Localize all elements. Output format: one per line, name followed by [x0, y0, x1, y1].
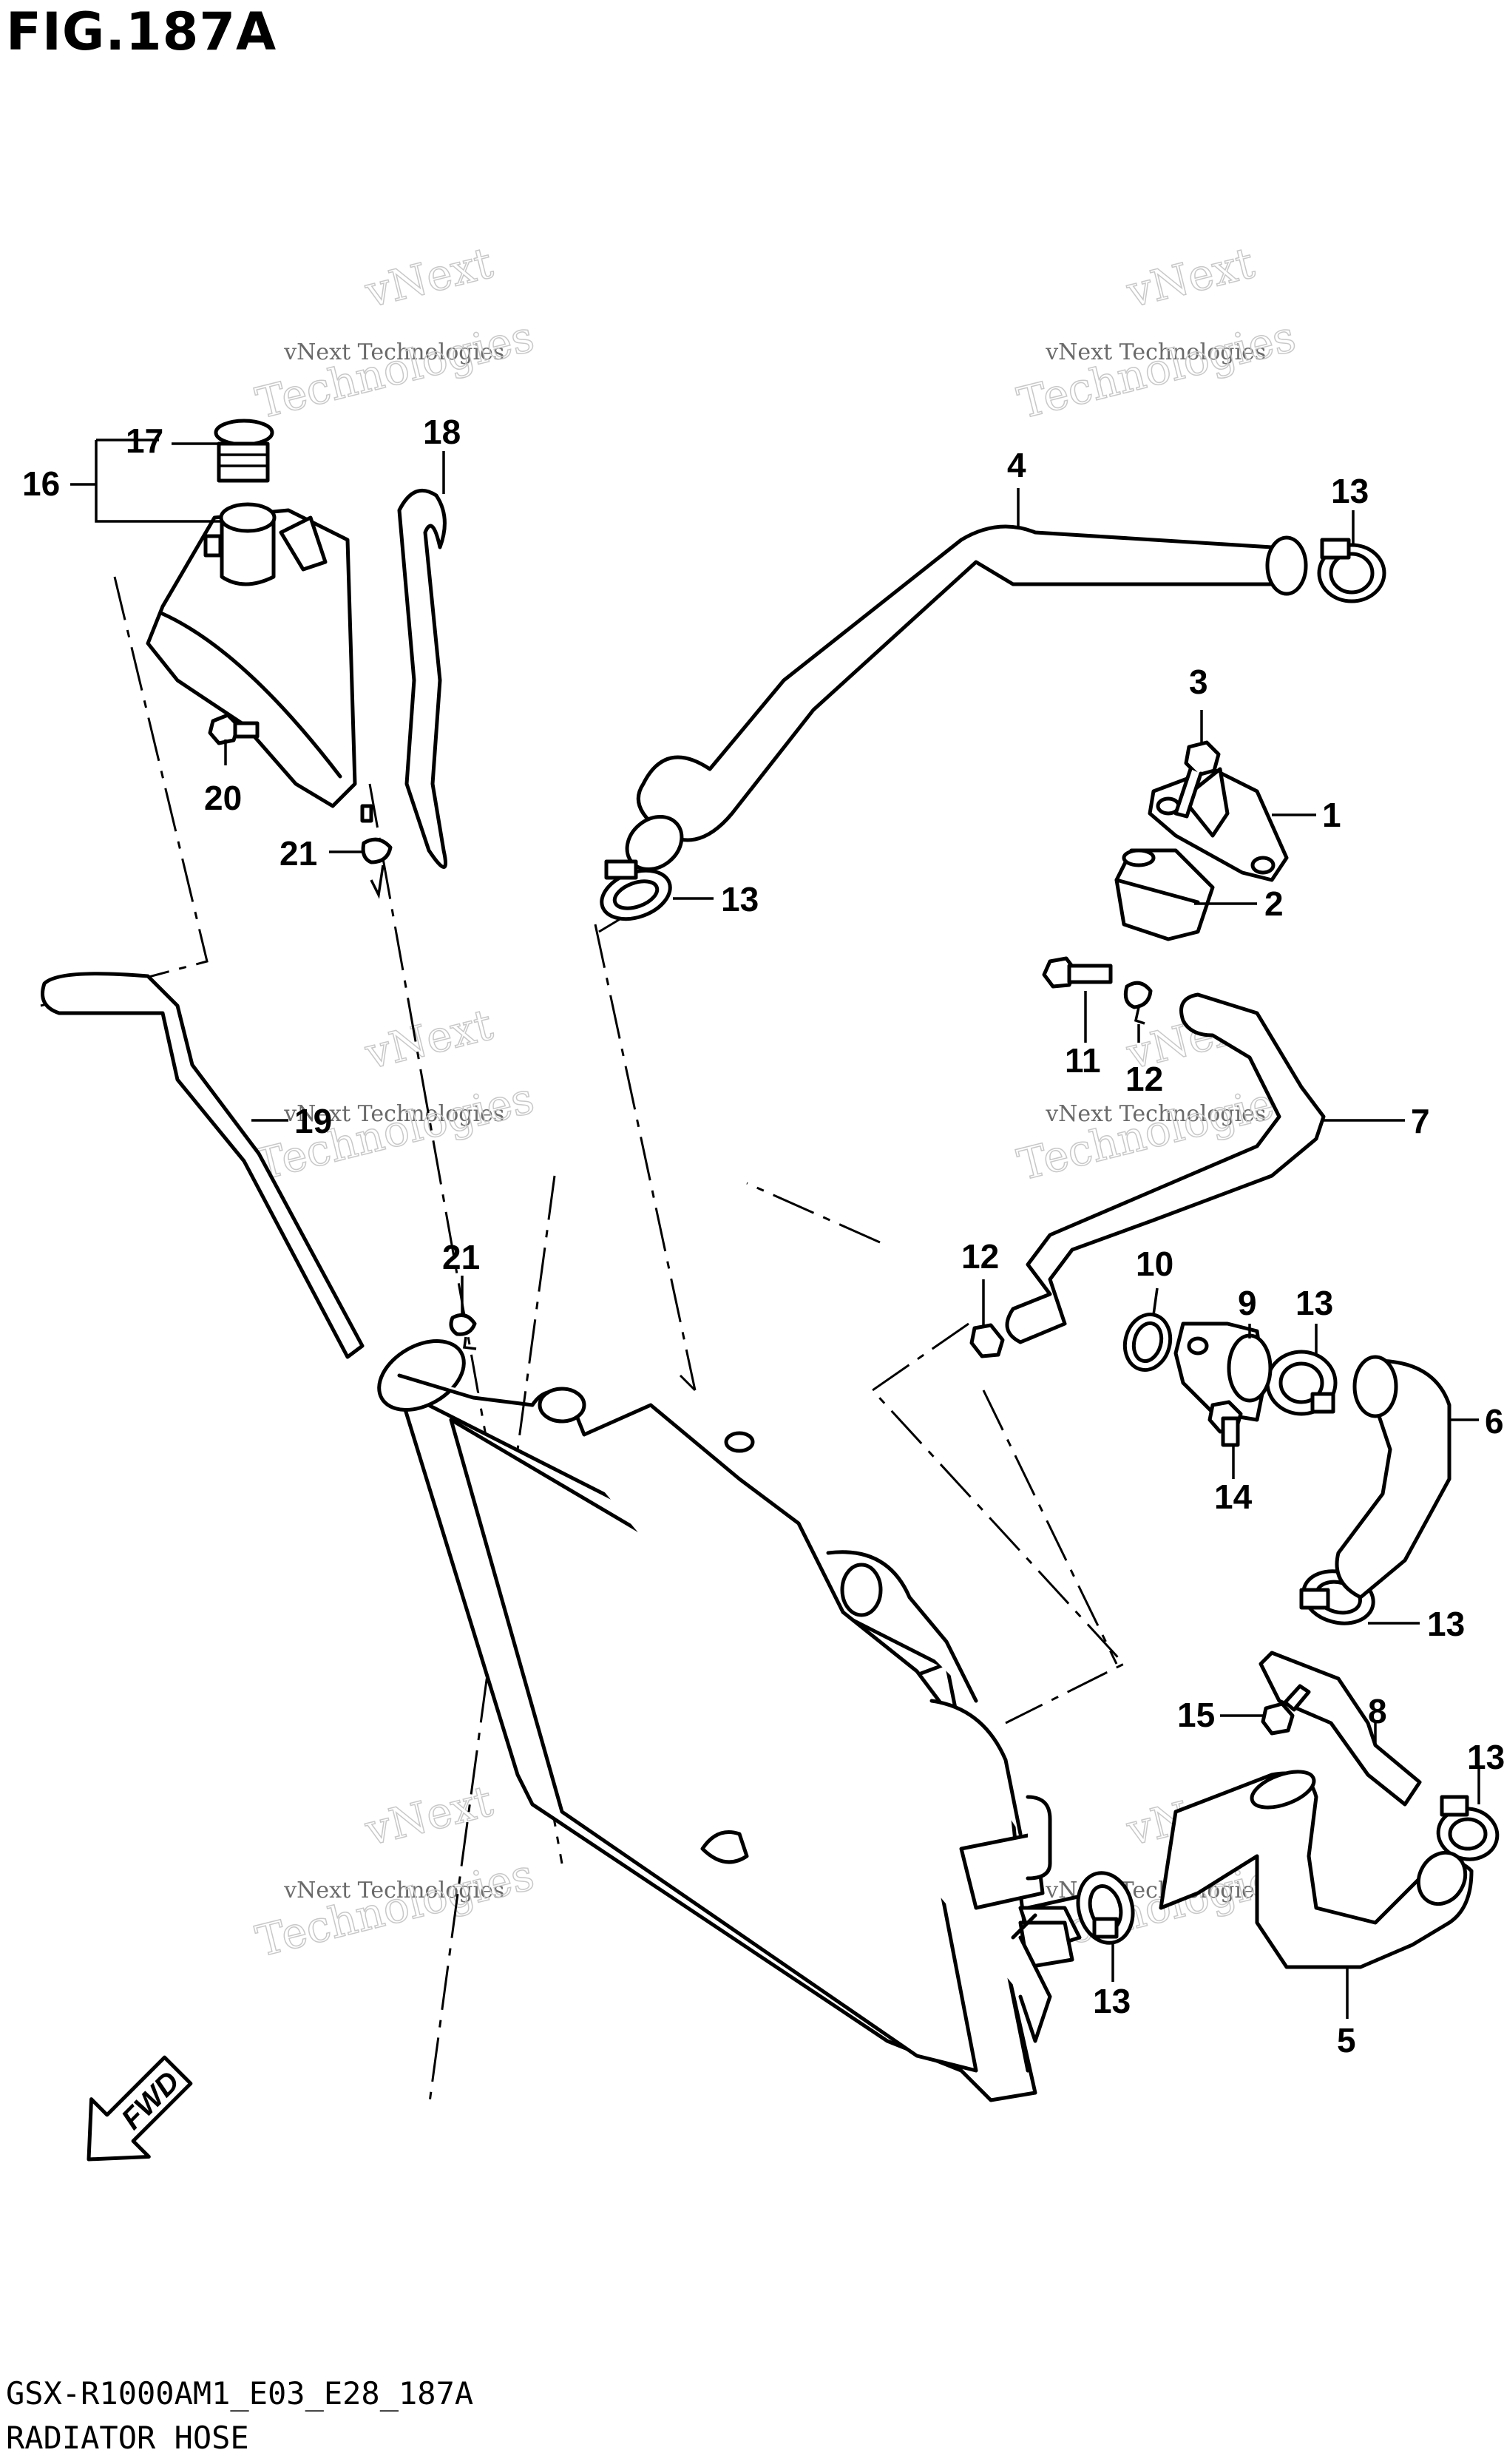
svg-text:vNext Technologies: vNext Technologies — [283, 339, 504, 365]
callout-labels: 1 2 3 4 5 6 7 8 9 10 11 12 12 13 13 13 1… — [22, 413, 1504, 2059]
watermark-5: vNext vNext Technologies Technologies — [251, 1775, 539, 1967]
reservoir-cap — [214, 419, 274, 483]
svg-text:Technologies: Technologies — [251, 1849, 539, 1967]
callout-7: 7 — [1411, 1102, 1430, 1140]
callout-3: 3 — [1189, 663, 1208, 701]
callout-20: 20 — [204, 779, 242, 817]
callout-9: 9 — [1238, 1284, 1257, 1322]
callout-6: 6 — [1485, 1402, 1504, 1441]
clamp-13-far-right — [1436, 1795, 1500, 1861]
callout-13-upper-left: 13 — [721, 880, 759, 918]
radiator-assembly — [377, 1339, 1097, 2102]
callout-12-lower: 12 — [961, 1237, 999, 1276]
fwd-arrow: FWD — [87, 2055, 193, 2162]
hose-6 — [1335, 1355, 1452, 1600]
clip-21-upper — [361, 837, 393, 899]
bolt-14 — [1207, 1400, 1243, 1447]
hose-7 — [1005, 992, 1326, 1344]
thermostat — [1114, 848, 1215, 941]
callout-21-upper: 21 — [280, 834, 317, 873]
callout-14: 14 — [1214, 1478, 1253, 1516]
radiator-cap — [449, 1313, 477, 1350]
callout-13-far-right: 13 — [1467, 1738, 1504, 1776]
bolt-11 — [1042, 956, 1113, 989]
figure-name: RADIATOR HOSE — [6, 2420, 249, 2456]
svg-text:vNext: vNext — [360, 999, 498, 1079]
callout-21-lower: 21 — [442, 1238, 480, 1276]
svg-text:vNext: vNext — [360, 1776, 498, 1855]
clamp-13-bottom — [1076, 1871, 1135, 1945]
svg-text:vNext Technologies: vNext Technologies — [283, 1878, 504, 1903]
figure-code: GSX-R1000AM1_E03_E28_187A — [6, 2375, 474, 2411]
callout-2: 2 — [1264, 884, 1284, 923]
clamp-13-mid — [1265, 1350, 1338, 1416]
reservoir-tank — [146, 502, 373, 823]
callout-17: 17 — [126, 422, 163, 460]
callout-13-mid: 13 — [1295, 1284, 1333, 1322]
callout-8: 8 — [1368, 1692, 1387, 1730]
leader-lines — [70, 439, 1480, 2019]
clamp-13-upper-left — [600, 859, 672, 921]
breather-hose — [41, 972, 365, 1359]
bolt-3 — [1173, 740, 1221, 819]
svg-text:Technologies: Technologies — [251, 311, 539, 429]
bolt-15 — [1261, 1684, 1311, 1736]
lower-radiator-hose — [1159, 1770, 1474, 1969]
callout-10: 10 — [1136, 1245, 1173, 1283]
svg-text:vNext: vNext — [1122, 237, 1259, 317]
svg-text:vNext: vNext — [360, 237, 498, 317]
svg-text:vNext Technologies: vNext Technologies — [1045, 339, 1266, 365]
callout-4: 4 — [1007, 446, 1026, 484]
bolt-20 — [208, 713, 260, 745]
svg-text:vNext Technologies: vNext Technologies — [283, 1101, 504, 1127]
callout-15: 15 — [1177, 1696, 1215, 1734]
callout-16: 16 — [22, 464, 60, 503]
watermark-2: vNext vNext Technologies Technologies — [1012, 237, 1301, 429]
callout-18: 18 — [423, 413, 461, 451]
callout-13-upper-right: 13 — [1331, 472, 1369, 510]
callout-19: 19 — [294, 1102, 332, 1140]
svg-text:vNext Technologies: vNext Technologies — [1045, 1101, 1266, 1127]
clip-12-upper — [1123, 981, 1153, 1025]
figure-title: FIG.187A — [6, 1, 277, 62]
overflow-hose — [397, 488, 447, 869]
thermostat-cover — [1148, 767, 1289, 882]
watermark-3: vNext vNext Technologies Technologies — [251, 998, 539, 1191]
callout-5: 5 — [1337, 2021, 1356, 2059]
callout-13-bottom: 13 — [1093, 1982, 1131, 2020]
watermark-1: vNext vNext Technologies Technologies — [251, 237, 539, 429]
upper-radiator-hose — [625, 524, 1308, 872]
callout-12-upper: 12 — [1125, 1060, 1163, 1098]
callout-11: 11 — [1065, 1041, 1101, 1080]
o-ring — [1122, 1312, 1173, 1373]
clamp-13-upper-right — [1317, 538, 1386, 603]
callout-13-lower-right: 13 — [1427, 1605, 1465, 1643]
clip-12-lower — [969, 1323, 1005, 1358]
svg-text:Technologies: Technologies — [1013, 311, 1301, 429]
callout-1: 1 — [1322, 796, 1341, 834]
